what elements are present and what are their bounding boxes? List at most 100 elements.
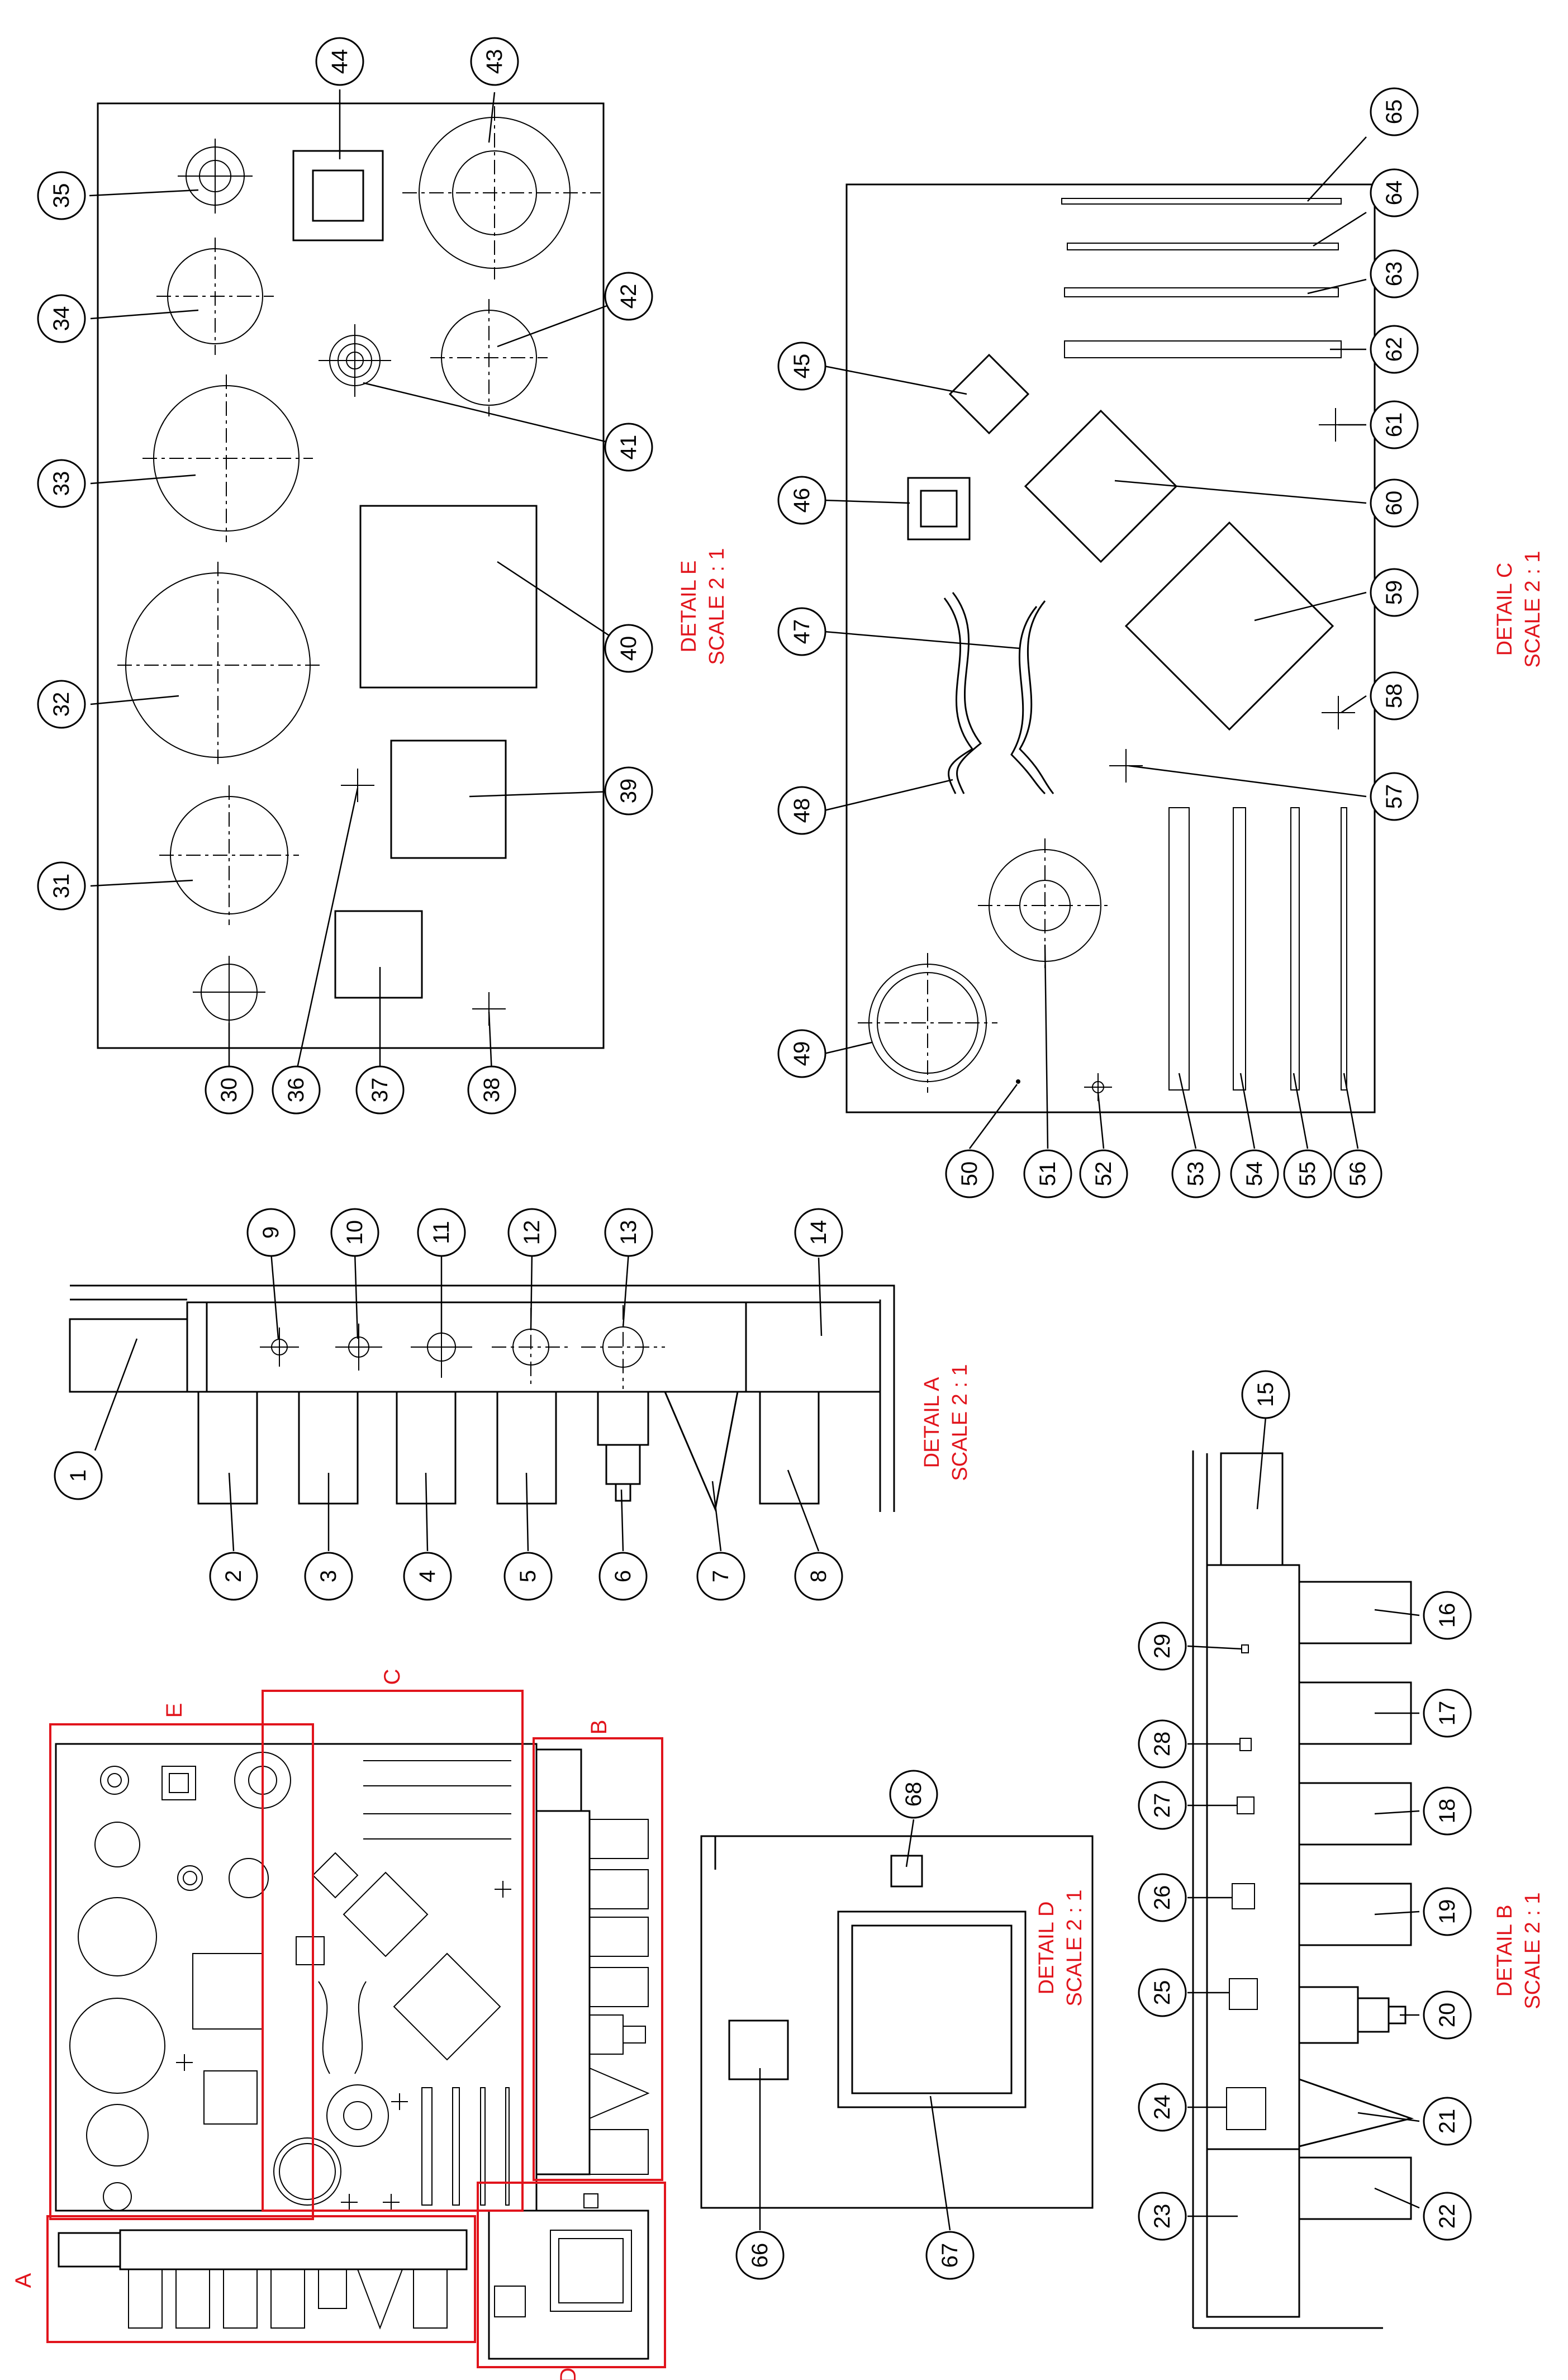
callout-balloon-63: 63 [1370,249,1419,298]
callout-balloon-19: 19 [1423,1887,1472,1936]
callout-balloon-10: 10 [330,1208,379,1257]
detail-a-title: DETAIL A [920,1377,944,1468]
callout-label: 30 [217,1078,241,1103]
callout-balloon-25: 25 [1138,1968,1187,2017]
callout-label: 8 [806,1570,831,1582]
callout-label: 61 [1382,413,1407,438]
callout-balloon-22: 22 [1423,2192,1472,2241]
callout-label: 34 [49,306,74,331]
callout-balloon-27: 27 [1138,1781,1187,1830]
callout-label: 47 [790,619,814,644]
detail-e-scale: SCALE 2 : 1 [705,548,729,665]
callout-label: 50 [957,1161,982,1187]
callout-balloon-26: 26 [1138,1873,1187,1922]
callout-balloon-57: 57 [1370,772,1419,821]
callout-label: 18 [1435,1799,1460,1824]
detail-e-view [97,102,605,1049]
callout-balloon-49: 49 [777,1029,826,1078]
callout-label: 17 [1435,1701,1460,1726]
callout-label: 14 [806,1220,831,1245]
callout-balloon-64: 64 [1370,168,1419,217]
region-e-label: E [162,1703,187,1718]
callout-label: 39 [616,779,641,804]
callout-balloon-60: 60 [1370,478,1419,528]
callout-balloon-18: 18 [1423,1786,1472,1836]
callout-balloon-55: 55 [1283,1149,1332,1198]
callout-balloon-42: 42 [604,272,653,321]
callout-balloon-40: 40 [604,624,653,673]
detail-e-title: DETAIL E [677,561,701,653]
callout-label: 58 [1382,684,1407,709]
callout-balloon-4: 4 [403,1552,452,1601]
callout-label: 54 [1242,1161,1267,1187]
callout-label: 10 [343,1220,367,1245]
callout-balloon-34: 34 [37,294,86,343]
callout-label: 23 [1150,2204,1175,2229]
callout-balloon-48: 48 [777,786,826,835]
callout-label: 35 [49,183,74,208]
detail-d-title: DETAIL D [1035,1902,1058,1995]
callout-balloon-43: 43 [470,37,519,86]
callout-label: 45 [790,354,814,379]
callout-balloon-29: 29 [1138,1622,1187,1671]
callout-balloon-6: 6 [598,1552,648,1601]
overview-view [55,1743,650,2360]
callout-label: 68 [901,1782,926,1807]
callout-label: 43 [482,49,507,74]
callout-label: 21 [1435,2109,1460,2134]
callout-balloon-28: 28 [1138,1719,1187,1769]
callout-balloon-38: 38 [467,1065,516,1115]
callout-balloon-65: 65 [1370,87,1419,136]
callout-label: 6 [611,1570,635,1582]
callout-label: 64 [1382,181,1407,206]
callout-balloon-7: 7 [696,1552,745,1601]
callout-label: 46 [790,488,814,513]
callout-label: 36 [284,1078,308,1103]
callout-label: 26 [1150,1885,1175,1910]
region-c-label: C [380,1669,405,1685]
region-d-box [477,2182,666,2368]
callout-label: 5 [516,1570,540,1582]
callout-balloon-50: 50 [945,1149,994,1198]
region-d-label: D [556,2368,581,2380]
callout-balloon-54: 54 [1230,1149,1279,1198]
callout-balloon-9: 9 [246,1208,296,1257]
callout-balloon-36: 36 [272,1065,321,1115]
callout-label: 57 [1382,784,1407,809]
callout-label: 4 [415,1570,440,1582]
callout-label: 1 [66,1469,91,1482]
callout-balloon-12: 12 [507,1208,557,1257]
leader-lines [89,89,1420,2231]
callout-balloon-41: 41 [604,423,653,472]
callout-label: 22 [1435,2204,1460,2229]
callout-label: 29 [1150,1634,1175,1659]
callout-label: 31 [49,874,74,899]
callout-label: 60 [1382,491,1407,516]
callout-label: 66 [748,2243,772,2268]
callout-label: 37 [368,1078,392,1103]
callout-balloon-52: 52 [1079,1149,1128,1198]
callout-balloon-45: 45 [777,342,826,391]
callout-label: 38 [479,1078,504,1103]
callout-label: 2 [221,1570,246,1582]
callout-label: 67 [938,2243,962,2268]
callout-balloon-62: 62 [1370,325,1419,374]
callout-label: 65 [1382,99,1407,125]
region-e-box [49,1723,314,2220]
callout-label: 63 [1382,262,1407,287]
callout-balloon-23: 23 [1138,2192,1187,2241]
callout-label: 59 [1382,580,1407,605]
callout-balloon-8: 8 [794,1552,843,1601]
callout-label: 42 [616,284,641,309]
callout-label: 3 [316,1570,341,1582]
callout-balloon-2: 2 [209,1552,258,1601]
callout-balloon-20: 20 [1423,1990,1472,2040]
region-b-box [533,1737,663,2181]
callout-label: 32 [49,692,74,717]
callout-label: 20 [1435,2003,1460,2028]
callout-balloon-58: 58 [1370,671,1419,720]
callout-balloon-24: 24 [1138,2083,1187,2132]
callout-label: 16 [1435,1603,1460,1628]
callout-label: 19 [1435,1899,1460,1924]
